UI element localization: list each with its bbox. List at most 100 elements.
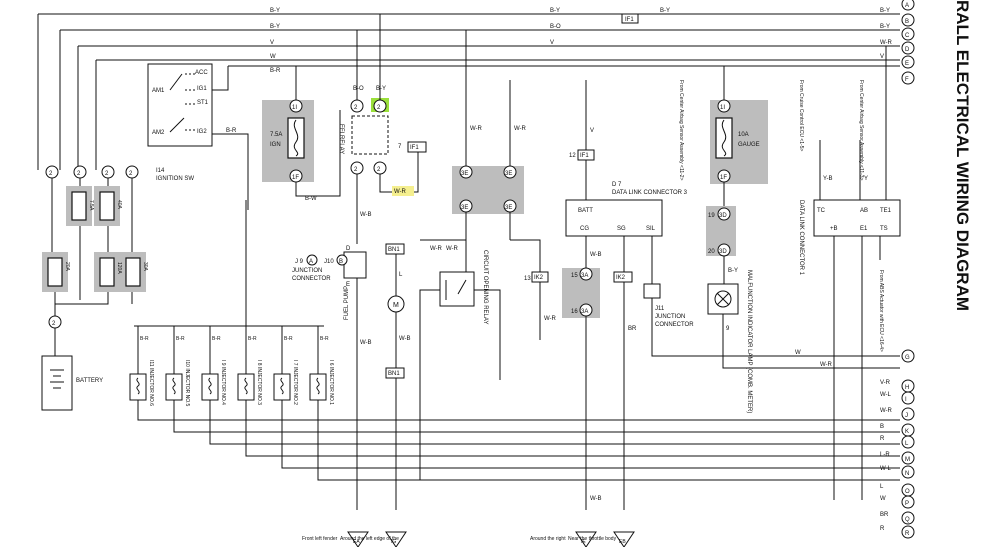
terminal-m <box>901 451 915 465</box>
svg-text:DATA LINK CONNECTOR 1: DATA LINK CONNECTOR 1 <box>798 200 804 276</box>
svg-text:IGNITION SW: IGNITION SW <box>156 176 194 182</box>
svg-text:13: 13 <box>524 276 531 282</box>
terminal-g <box>901 349 915 363</box>
svg-text:IG: IG <box>391 539 396 545</box>
svg-text:D: D <box>346 246 351 252</box>
svg-text:CONNECTOR: CONNECTOR <box>655 322 694 328</box>
terminal-q <box>901 511 915 525</box>
terminal-label: I <box>905 397 907 403</box>
svg-text:B-W: B-W <box>305 196 317 202</box>
terminal-a <box>901 0 915 11</box>
svg-text:From Center Airbag Sensor Asse: From Center Airbag Sensor Assembly <11-2… <box>678 80 684 181</box>
svg-text:W: W <box>270 54 276 60</box>
svg-text:Y: Y <box>864 176 868 182</box>
terminal-label: B <box>905 19 909 25</box>
terminal-label: L <box>905 441 909 447</box>
svg-text:From Cruise Control ECU <1-5>: From Cruise Control ECU <1-5> <box>798 80 804 151</box>
terminal-label: R <box>905 531 910 537</box>
svg-text:B-Y: B-Y <box>550 8 560 14</box>
svg-text:B: B <box>339 259 343 265</box>
top-buses <box>37 13 900 170</box>
svg-text:B-Y: B-Y <box>376 86 386 92</box>
svg-text:2: 2 <box>377 105 381 111</box>
svg-text:BN1: BN1 <box>388 247 400 253</box>
svg-text:2: 2 <box>52 321 56 327</box>
svg-text:W-R: W-R <box>514 126 527 132</box>
svg-text:CG: CG <box>580 226 589 232</box>
svg-text:JUNCTION: JUNCTION <box>292 268 322 274</box>
svg-text:B-Y: B-Y <box>880 8 890 14</box>
svg-text:3A: 3A <box>581 273 588 279</box>
terminal-label: K <box>905 429 909 435</box>
terminal-label: J <box>905 413 908 419</box>
terminal-j <box>901 407 915 421</box>
wire-color-label: W-R <box>880 408 893 414</box>
svg-text:W-R: W-R <box>446 246 459 252</box>
svg-text:I 6 INJECTOR NO.1: I 6 INJECTOR NO.1 <box>328 360 334 405</box>
svg-text:1I: 1I <box>720 105 725 111</box>
svg-text:W-R: W-R <box>394 189 407 195</box>
svg-text:Near the throttle body: Near the throttle body <box>568 536 617 542</box>
terminal-label: F <box>905 77 909 83</box>
terminal-label: C <box>905 33 910 39</box>
svg-text:3E: 3E <box>505 171 512 177</box>
wire-color-label: R <box>880 436 885 442</box>
svg-text:16: 16 <box>571 309 578 315</box>
wire-color-label: W-L <box>880 392 892 398</box>
svg-text:3E: 3E <box>461 205 468 211</box>
svg-text:FUEL PUMP: FUEL PUMP <box>344 286 350 320</box>
svg-text:From ABS Actuator with ECU <16: From ABS Actuator with ECU <16-4> <box>878 270 884 352</box>
svg-text:Around the right: Around the right <box>530 536 566 542</box>
terminal-label: Q <box>905 517 910 523</box>
svg-text:19: 19 <box>708 213 715 219</box>
svg-text:A: A <box>309 259 313 265</box>
svg-text:3A: 3A <box>581 309 588 315</box>
wire-color-label: BR <box>880 512 889 518</box>
svg-text:GAUGE: GAUGE <box>738 142 760 148</box>
svg-text:Around the left edge of the: Around the left edge of the <box>340 536 399 542</box>
svg-text:EB: EB <box>619 539 626 545</box>
ignition-switch-box <box>147 63 213 147</box>
svg-text:J 9: J 9 <box>295 259 304 265</box>
svg-text:1I: 1I <box>292 105 297 111</box>
terminal-label: D <box>905 47 910 53</box>
svg-text:CIRCUIT OPENING RELAY: CIRCUIT OPENING RELAY <box>482 250 488 324</box>
svg-text:10A: 10A <box>738 132 749 138</box>
svg-text:+B: +B <box>830 226 838 232</box>
terminal-label: H <box>905 385 909 391</box>
svg-text:V: V <box>270 40 274 46</box>
svg-text:7: 7 <box>398 144 402 150</box>
svg-text:2: 2 <box>49 171 53 177</box>
svg-text:J11: J11 <box>655 306 665 312</box>
terminal-label: E <box>905 61 909 67</box>
svg-text:W-R: W-R <box>880 40 893 46</box>
svg-text:20: 20 <box>708 249 715 255</box>
svg-text:I11 INJECTOR NO.6: I11 INJECTOR NO.6 <box>148 360 154 406</box>
svg-text:1F: 1F <box>292 175 299 181</box>
svg-text:B-Y: B-Y <box>270 24 280 30</box>
svg-text:B-Y: B-Y <box>660 8 670 14</box>
terminal-d <box>901 41 915 55</box>
svg-text:W-R: W-R <box>430 246 443 252</box>
svg-text:B-O: B-O <box>353 86 364 92</box>
svg-text:SG: SG <box>617 226 626 232</box>
wire-color-label: V-R <box>880 380 891 386</box>
battery-fuse-area: 2 2 2 2 7.5A 40A 20A 120A 30A 2 BATTERY <box>41 165 148 411</box>
injector: I 7 INJECTOR NO.2B-R <box>273 326 900 469</box>
svg-text:AB: AB <box>860 208 868 214</box>
svg-text:IK2: IK2 <box>534 275 544 281</box>
svg-text:JUNCTION: JUNCTION <box>655 314 685 320</box>
wire-color-label: L <box>880 484 884 490</box>
svg-text:IF1: IF1 <box>625 17 634 23</box>
svg-text:B-O: B-O <box>550 24 561 30</box>
svg-text:B-R: B-R <box>284 336 293 342</box>
svg-text:7.5A: 7.5A <box>88 200 94 211</box>
svg-text:12: 12 <box>569 153 576 159</box>
terminal-label: G <box>905 355 910 361</box>
svg-text:W-B: W-B <box>399 336 411 342</box>
